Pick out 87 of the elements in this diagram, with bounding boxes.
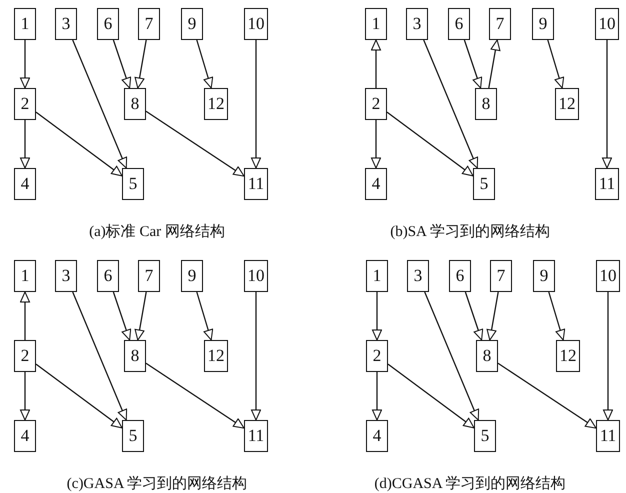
variable-box: 12 — [555, 88, 579, 120]
variable-box: 1 — [14, 8, 36, 40]
arrow — [196, 292, 214, 340]
variable-box: 1 — [365, 8, 387, 40]
variable-box: 10 — [244, 260, 268, 292]
arrow — [112, 292, 132, 340]
variable-box: 10 — [595, 8, 619, 40]
arrow — [20, 292, 30, 340]
arrow — [20, 40, 30, 88]
variable-box: 7 — [138, 8, 160, 40]
variable-box: 8 — [475, 88, 497, 120]
variable-box: 5 — [122, 420, 144, 452]
caption: (d)CGASA 学习到的网络结构 — [374, 474, 566, 493]
variable-box: 3 — [55, 260, 77, 292]
variable-box: 12 — [204, 88, 228, 120]
variable-box: 4 — [365, 168, 387, 200]
arrow — [498, 362, 596, 429]
variable-box: 5 — [122, 168, 144, 200]
variable-box: 5 — [474, 420, 496, 452]
arrow — [464, 40, 482, 88]
caption: (c)GASA 学习到的网络结构 — [66, 474, 248, 493]
variable-box: 9 — [532, 8, 554, 40]
variable-box: 1 — [14, 260, 36, 292]
variable-box: 11 — [595, 168, 619, 200]
arrow — [112, 40, 132, 88]
variable-box: 10 — [596, 260, 620, 292]
variable-box: 12 — [556, 340, 580, 372]
variable-box: 7 — [138, 260, 160, 292]
variable-box: 9 — [181, 260, 203, 292]
variable-box: 6 — [449, 260, 471, 292]
caption: (b)SA 学习到的网络结构 — [390, 222, 550, 241]
variable-box: 1 — [366, 260, 388, 292]
arrow — [251, 292, 261, 420]
arrow — [371, 40, 381, 88]
arrow — [134, 292, 147, 340]
arrow — [548, 292, 566, 340]
arrow — [423, 40, 478, 168]
variable-box: 5 — [473, 168, 495, 200]
arrow — [602, 40, 612, 168]
arrow — [424, 292, 480, 420]
variable-box: 9 — [533, 260, 555, 292]
arrow — [196, 40, 214, 88]
arrow — [36, 364, 122, 428]
arrow — [20, 120, 30, 168]
variable-box: 8 — [124, 88, 146, 120]
variable-box: 7 — [490, 260, 512, 292]
arrow — [146, 362, 244, 429]
arrow — [371, 120, 381, 168]
arrow — [603, 292, 613, 420]
arrow — [486, 292, 499, 340]
arrow — [372, 292, 382, 340]
variable-box: 11 — [596, 420, 620, 452]
variable-box: 4 — [366, 420, 388, 452]
arrow — [36, 112, 122, 176]
variable-box: 11 — [244, 168, 268, 200]
variable-box: 4 — [14, 168, 36, 200]
variable-box: 9 — [181, 8, 203, 40]
variable-box: 3 — [406, 8, 428, 40]
variable-box: 12 — [204, 340, 228, 372]
arrow — [547, 40, 564, 88]
arrow — [488, 40, 500, 88]
arrow — [251, 40, 261, 168]
variable-box: 7 — [489, 8, 511, 40]
variable-box: 2 — [366, 340, 388, 372]
variable-box: 6 — [448, 8, 470, 40]
arrow — [464, 292, 484, 340]
arrow — [372, 372, 382, 420]
variable-box: 6 — [97, 8, 119, 40]
arrow — [146, 110, 244, 177]
arrow — [72, 292, 128, 420]
variable-box: 4 — [14, 420, 36, 452]
variable-box: 2 — [14, 88, 36, 120]
variable-box: 10 — [244, 8, 268, 40]
variable-box: 6 — [97, 260, 119, 292]
variable-box: 11 — [244, 420, 268, 452]
arrow — [20, 372, 30, 420]
variable-box: 3 — [407, 260, 429, 292]
variable-box: 8 — [124, 340, 146, 372]
variable-box: 2 — [365, 88, 387, 120]
arrow — [72, 40, 128, 168]
variable-box: 2 — [14, 340, 36, 372]
variable-box: 8 — [476, 340, 498, 372]
arrow — [388, 364, 474, 428]
arrow — [134, 40, 147, 88]
arrow — [386, 112, 474, 176]
variable-box: 3 — [55, 8, 77, 40]
caption: (a)标准 Car 网络结构 — [89, 222, 225, 241]
